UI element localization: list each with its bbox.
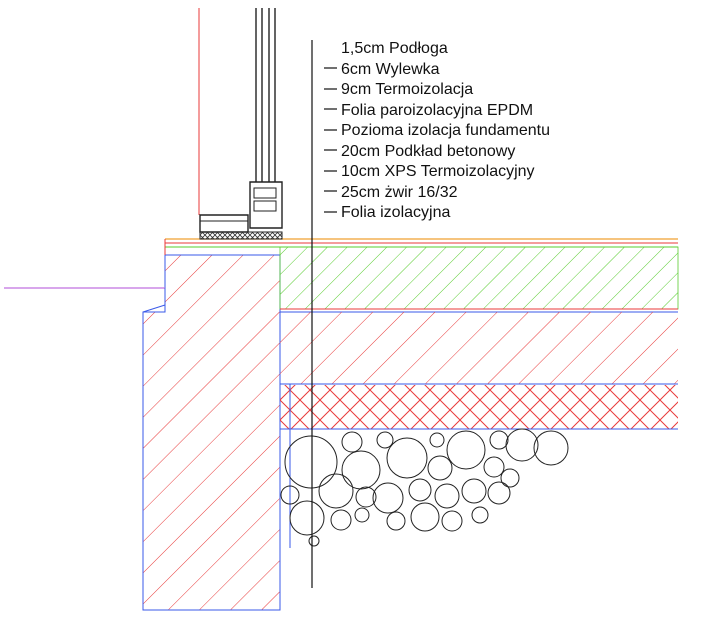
layer-label-horizontal-insulation: Pozioma izolacja fundamentu	[341, 122, 550, 139]
leader-ticks	[324, 67, 337, 213]
foundation-wall	[4, 254, 281, 611]
layer-label-xps: 10cm XPS Termoizolacyjny	[341, 163, 535, 180]
xps-insulation-layer	[280, 385, 678, 429]
window-frame	[198, 8, 283, 240]
layer-label-screed: 6cm Wylewka	[341, 61, 440, 78]
layer-label-vapor-barrier: Folia paroizolacyjna EPDM	[341, 102, 533, 119]
thermal-insulation-layer	[279, 246, 679, 310]
gravel-layer	[280, 428, 569, 547]
layer-legend: 1,5cm Podłoga 6cm Wylewka 9cm Termoizola…	[341, 40, 550, 221]
concrete-slab-layer	[280, 312, 678, 384]
layer-label-floor: 1,5cm Podłoga	[341, 40, 448, 57]
layer-label-gravel: 25cm żwir 16/32	[341, 184, 458, 201]
layer-label-concrete-base: 20cm Podkład betonowy	[341, 143, 515, 160]
layer-label-thermal-insulation: 9cm Termoizolacja	[341, 81, 473, 98]
layer-label-foil: Folia izolacyjna	[341, 204, 450, 221]
